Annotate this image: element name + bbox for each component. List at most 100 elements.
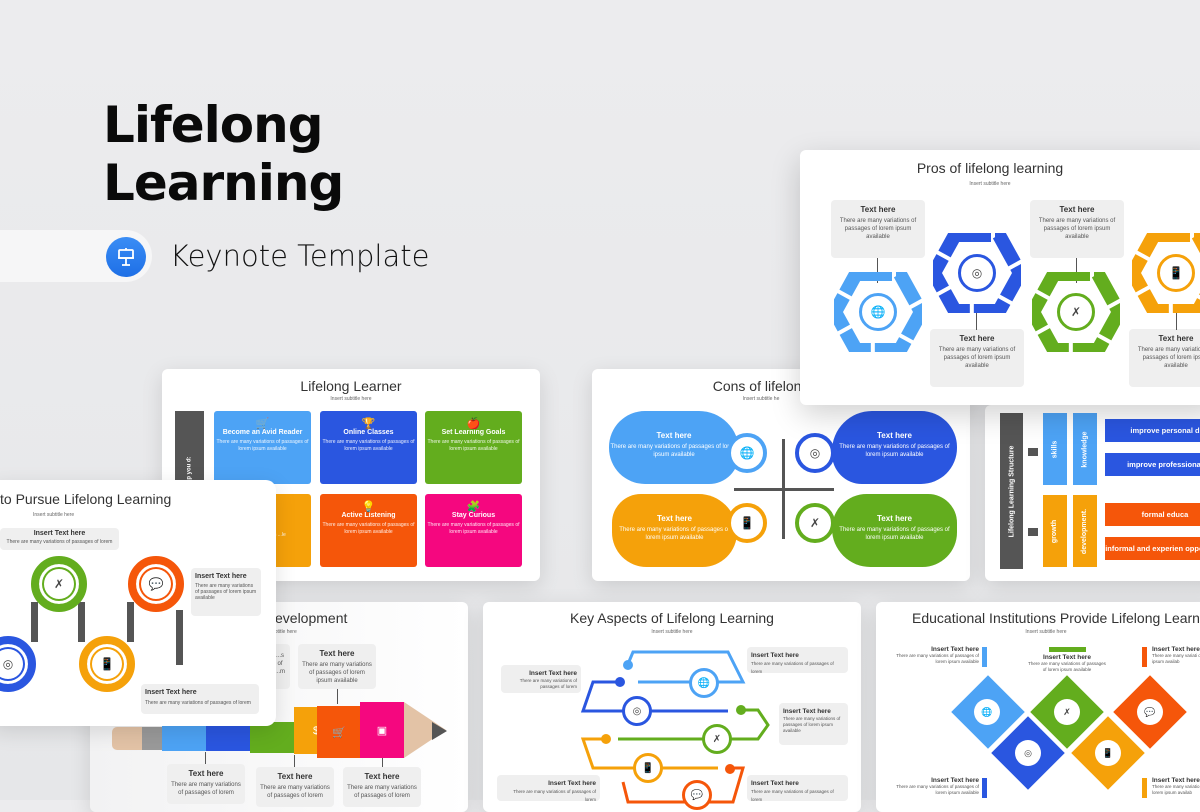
slide-subtitle: Insert subtitle here (651, 629, 693, 635)
trophy-icon: 🏆 (361, 418, 376, 430)
slide-subtitle: Insert subtitle here (330, 396, 372, 402)
slide-subtitle: ubtitle here (272, 629, 297, 635)
hero-title: Lifelong Learning (103, 96, 344, 212)
cart-icon: 🛒 (255, 418, 270, 430)
slide-subtitle: Insert subtitle here (33, 512, 75, 518)
chat-icon: 💬 (682, 780, 712, 810)
hexagon-2 (933, 233, 1021, 313)
slide-institutions[interactable]: Educational Institutions Provide Lifelon… (876, 602, 1200, 812)
pencil-seg-2 (206, 724, 250, 751)
bar-growth: growth (1043, 495, 1067, 567)
strategy-icon: ✗ (31, 556, 87, 612)
globe-person-icon: 🌐 (859, 293, 897, 331)
pencil-seg-3 (250, 722, 294, 753)
slide-subtitle: Insert subtitle here (969, 181, 1011, 187)
row-personal: improve personal d (1105, 419, 1200, 442)
slide-subtitle: Insert subtitle he (742, 396, 780, 402)
target-cursor-icon: ◎ (795, 433, 835, 473)
puzzle-icon: 🧩 (466, 501, 481, 513)
row-formal: formal educa (1105, 503, 1200, 526)
hero-subtitle: Keynote Template (170, 239, 430, 273)
chat-icon: 💬 (1137, 699, 1163, 725)
globe-person-icon: 🌐 (727, 433, 767, 473)
target-cursor-icon: ◎ (622, 696, 652, 726)
slide-pursue[interactable]: to Pursue Lifelong Learning Insert subti… (0, 480, 276, 726)
target-cursor-icon: ◎ (958, 254, 996, 292)
bar-skills: skills (1043, 413, 1067, 485)
slide-title: Key Aspects of Lifelong Learning (570, 610, 774, 626)
slide-title: Lifelong Learner (300, 378, 402, 394)
bar-knowledge: knowledge (1073, 413, 1097, 485)
pencil-eraser (112, 727, 142, 750)
chat-icon: 💬 (128, 556, 184, 612)
phone-megaphone-icon: 📱 (1095, 740, 1121, 766)
certificate-icon: ▣ (360, 702, 404, 758)
target-cursor-icon: ◎ (1015, 740, 1041, 766)
slide-pros[interactable]: Pros of lifelong learning Insert subtitl… (800, 150, 1200, 405)
globe-person-icon: 🌐 (974, 699, 1000, 725)
phone-megaphone-icon: 📱 (727, 503, 767, 543)
horizontal-arrow (734, 488, 834, 491)
strategy-icon: ✗ (1054, 699, 1080, 725)
hexagon-4 (1132, 233, 1200, 313)
globe-person-icon: 🌐 (689, 668, 719, 698)
phone-megaphone-icon: 📱 (79, 636, 135, 692)
strategy-icon: ✗ (1057, 293, 1095, 331)
apple-icon: 🍎 (466, 418, 481, 430)
slide-title: to Pursue Lifelong Learning (0, 491, 172, 507)
hexagon-3 (1032, 272, 1120, 352)
arrow-icon (1028, 528, 1038, 536)
phone-megaphone-icon: 📱 (1157, 254, 1195, 292)
pencil-seg-1 (162, 726, 206, 751)
row-informal: informal and experien opportuniti (1105, 537, 1200, 560)
lightbulb-icon: 💡 (361, 501, 376, 513)
structure-side-label: Lifelong Learning Structure (1000, 413, 1023, 569)
bar-development: development. (1073, 495, 1097, 567)
slide-title: Educational Institutions Provide Lifelon… (912, 610, 1200, 626)
slide-key-aspects[interactable]: Key Aspects of Lifelong Learning Insert … (483, 602, 861, 812)
slide-title: Pros of lifelong learning (916, 160, 1064, 176)
row-professional: improve professional (1105, 453, 1200, 476)
slide-cons[interactable]: Cons of lifelong Insert subtitle he Text… (592, 369, 970, 581)
slide-structure[interactable]: Lifelong Learning Structure skills knowl… (985, 405, 1200, 581)
slide-subtitle: Insert subtitle here (1025, 629, 1067, 635)
hexagon-1 (834, 272, 922, 352)
arrow-icon (1028, 448, 1038, 456)
slide-title: evelopment (275, 610, 348, 626)
phone-megaphone-icon: 📱 (633, 753, 663, 783)
strategy-icon: ✗ (702, 724, 732, 754)
target-cursor-icon: ◎ (0, 636, 36, 692)
strategy-icon: ✗ (795, 503, 835, 543)
keynote-icon (106, 237, 146, 277)
slide-title: Cons of lifelong (712, 378, 810, 394)
